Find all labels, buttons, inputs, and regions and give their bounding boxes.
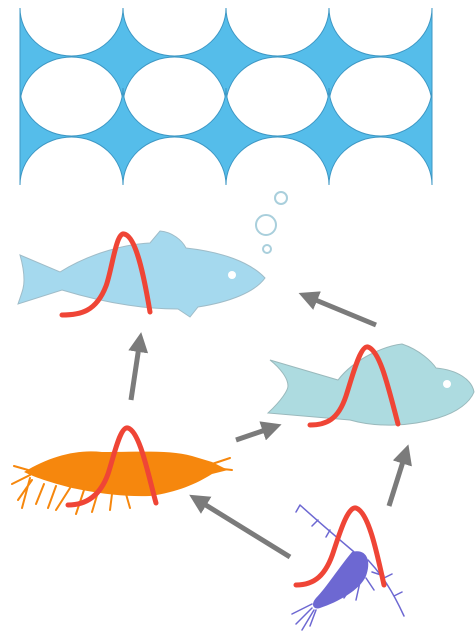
krill-icon xyxy=(12,451,232,514)
small-fish-eye xyxy=(443,380,451,388)
small-fish-icon xyxy=(268,344,474,425)
water-waves-icon xyxy=(20,8,432,185)
arrow-krill-to-small-fish xyxy=(236,427,274,440)
wave-row-bottom xyxy=(20,88,432,185)
arrow-krill-to-large-fish xyxy=(131,340,140,400)
air-bubbles-icon xyxy=(256,192,287,253)
bubble-small xyxy=(263,245,271,253)
bubble-top xyxy=(275,192,287,204)
bubble-large xyxy=(256,215,276,235)
copepod-tail-setae xyxy=(292,604,316,630)
krill-tail xyxy=(212,458,232,470)
arrow-copepod-to-small-fish xyxy=(389,452,406,506)
arrow-small-fish-to-large-fish xyxy=(306,296,376,325)
copepod-body xyxy=(313,551,368,608)
arrow-copepod-to-krill xyxy=(196,499,290,557)
large-fish-eye xyxy=(228,271,236,279)
copepod-icon xyxy=(292,505,404,630)
